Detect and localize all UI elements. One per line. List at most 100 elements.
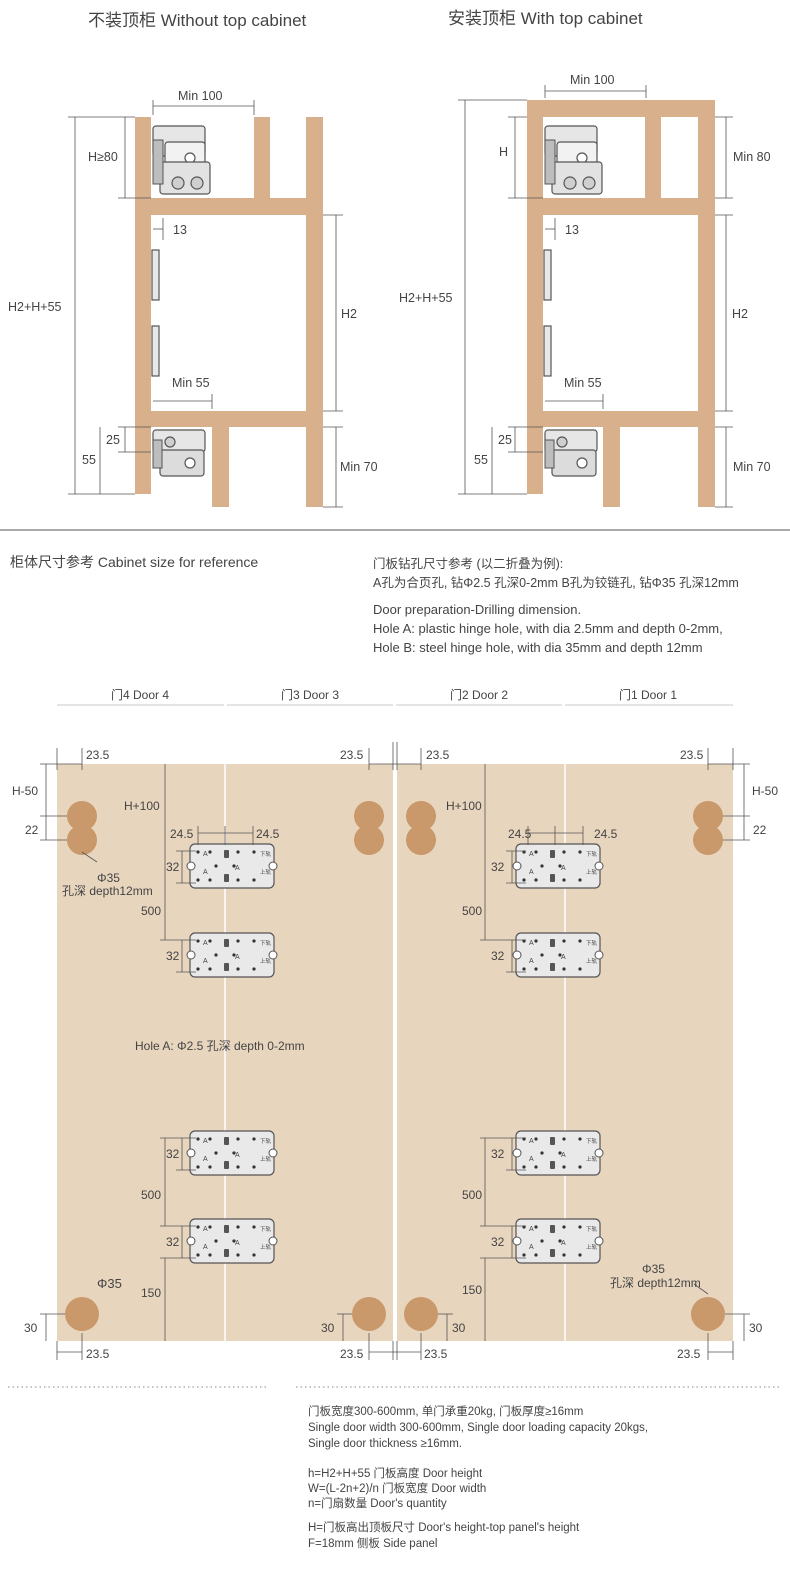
- hole-b-tr-2: [693, 825, 723, 855]
- right-dim-h: H: [499, 145, 508, 159]
- hole-b-tl-1: [67, 801, 97, 831]
- hole-a-mark: A: [203, 1156, 208, 1163]
- right-top-hardware: [544, 125, 603, 195]
- right-dim-min80: Min 80: [733, 150, 771, 164]
- note-line-8: F=18mm 侧板 Side panel: [308, 1536, 437, 1550]
- ref-en-line1: Door preparation-Drilling dimension.: [373, 602, 581, 617]
- note-line-7: H=门板高出顶板尺寸 Door's height-top panel's hei…: [308, 1520, 580, 1534]
- dim-24-5-r1: 24.5: [508, 827, 532, 841]
- hole-a-mark: A: [529, 1226, 534, 1233]
- depth12-bottom-right-label: 孔深 depth12mm: [610, 1276, 701, 1290]
- right-top-panel: [543, 100, 715, 117]
- rail-down-mark: 下轨: [586, 1137, 598, 1145]
- hole-b-br: [691, 1297, 725, 1331]
- left-dim-min55: Min 55: [172, 376, 210, 390]
- rail-up-mark: 上轨: [586, 957, 598, 965]
- dim-23-5-br: 23.5: [677, 1347, 701, 1361]
- ref-en-line2: Hole A: plastic hinge hole, with dia 2.5…: [373, 621, 723, 636]
- left-bottom-hardware: [152, 429, 206, 477]
- rail-down-mark: 下轨: [260, 939, 272, 947]
- dim-h-plus-100-left: H+100: [124, 799, 160, 813]
- rail-up-mark: 上轨: [586, 1243, 598, 1251]
- dim-32-l2: 32: [166, 949, 180, 963]
- right-bottom-hardware: [544, 429, 598, 477]
- right-dim-h2: H2: [732, 307, 748, 321]
- right-side-panel-right: [698, 117, 715, 507]
- phi35-bottom-right-label: Φ35: [642, 1262, 665, 1276]
- dim-h-plus-100-right: H+100: [446, 799, 482, 813]
- left-side-panel-left: [135, 117, 151, 494]
- left-dim-min70: Min 70: [340, 460, 378, 474]
- hole-a-mark: A: [561, 1152, 566, 1159]
- hole-a-mark: A: [529, 851, 534, 858]
- rail-down-mark: 下轨: [586, 939, 598, 947]
- hole-b-tm-1: [354, 801, 384, 831]
- left-dim-55: 55: [82, 453, 96, 467]
- dim-500-l1: 500: [141, 904, 161, 918]
- note-line-5: W=(L-2n+2)/n 门板宽度 Door width: [308, 1481, 486, 1495]
- dim-23-5-bl: 23.5: [86, 1347, 110, 1361]
- dim-30-bl: 30: [24, 1321, 38, 1335]
- ref-en-line3: Hole B: steel hinge hole, with dia 35mm …: [373, 640, 703, 655]
- dim-24-5-l2: 24.5: [256, 827, 280, 841]
- hole-a-mark: A: [529, 1156, 534, 1163]
- left-top-hardware: [152, 125, 211, 195]
- left-upper-shelf: [151, 198, 323, 215]
- right-side-panel-left: [527, 100, 543, 494]
- dim-30-bm1: 30: [321, 1321, 335, 1335]
- left-side-panel-right: [306, 117, 323, 507]
- hole-a-mark: A: [203, 869, 208, 876]
- hole-b-tl-2: [67, 825, 97, 855]
- rail-up-mark: 上轨: [260, 1243, 272, 1251]
- hole-a-mark: A: [561, 1240, 566, 1247]
- dim-24-5-l1: 24.5: [170, 827, 194, 841]
- hole-b-tm-4: [406, 825, 436, 855]
- right-dim-13: 13: [565, 223, 579, 237]
- note-line-1: 门板宽度300-600mm, 单门承重20kg, 门板厚度≥16mm: [308, 1404, 583, 1418]
- dim-23-5-tm1: 23.5: [340, 748, 364, 762]
- hole-b-group: [65, 801, 725, 1331]
- hole-b-bm-1: [352, 1297, 386, 1331]
- dim-h-minus-50-left: H-50: [12, 784, 38, 798]
- dim-h-minus-50-right: H-50: [752, 784, 778, 798]
- left-dim-25: 25: [106, 433, 120, 447]
- hinge-plates: AAA下轨上轨AAA下轨上轨AAA下轨上轨AAA下轨上轨AAA下轨上轨AAA下轨…: [186, 843, 604, 1264]
- rail-up-mark: 上轨: [586, 868, 598, 876]
- right-upper-shelf: [543, 198, 715, 215]
- hole-a-mark: A: [203, 1138, 208, 1145]
- dim-150-left: 150: [141, 1286, 161, 1300]
- door-label-3: 门3 Door 3: [281, 687, 339, 702]
- door-dimension-lines: [40, 742, 750, 1360]
- hole-a-mark: A: [203, 1226, 208, 1233]
- right-cabinet: Min 100 H Min 80 13 H2+H+55 H2 Min 55 25…: [399, 73, 771, 508]
- right-title: 安装顶柜 With top cabinet: [448, 9, 643, 28]
- hole-a-mark: A: [529, 1244, 534, 1251]
- rail-up-mark: 上轨: [586, 1155, 598, 1163]
- left-hinge-lower: [151, 325, 160, 377]
- door-label-4: 门4 Door 4: [111, 687, 169, 702]
- hole-a-mark: A: [529, 940, 534, 947]
- hole-a-mark: A: [529, 1138, 534, 1145]
- left-dim-h2h55: H2+H+55: [8, 300, 62, 314]
- dim-22-left: 22: [25, 823, 39, 837]
- right-lower-post: [603, 427, 620, 507]
- rail-down-mark: 下轨: [586, 1225, 598, 1233]
- hole-a-mark: A: [529, 869, 534, 876]
- dim-32-l3: 32: [166, 1147, 180, 1161]
- hole-a-label: Hole A: Φ2.5 孔深 depth 0-2mm: [135, 1039, 305, 1053]
- right-dim-min70: Min 70: [733, 460, 771, 474]
- dim-23-5-bm1: 23.5: [340, 1347, 364, 1361]
- rail-down-mark: 下轨: [260, 1137, 272, 1145]
- dim-30-br: 30: [749, 1321, 763, 1335]
- depth12-top-label: 孔深 depth12mm: [62, 884, 153, 898]
- hole-a-mark: A: [203, 958, 208, 965]
- hole-a-mark: A: [235, 865, 240, 872]
- dim-32-r4: 32: [491, 1235, 505, 1249]
- left-hinge-upper: [151, 249, 160, 301]
